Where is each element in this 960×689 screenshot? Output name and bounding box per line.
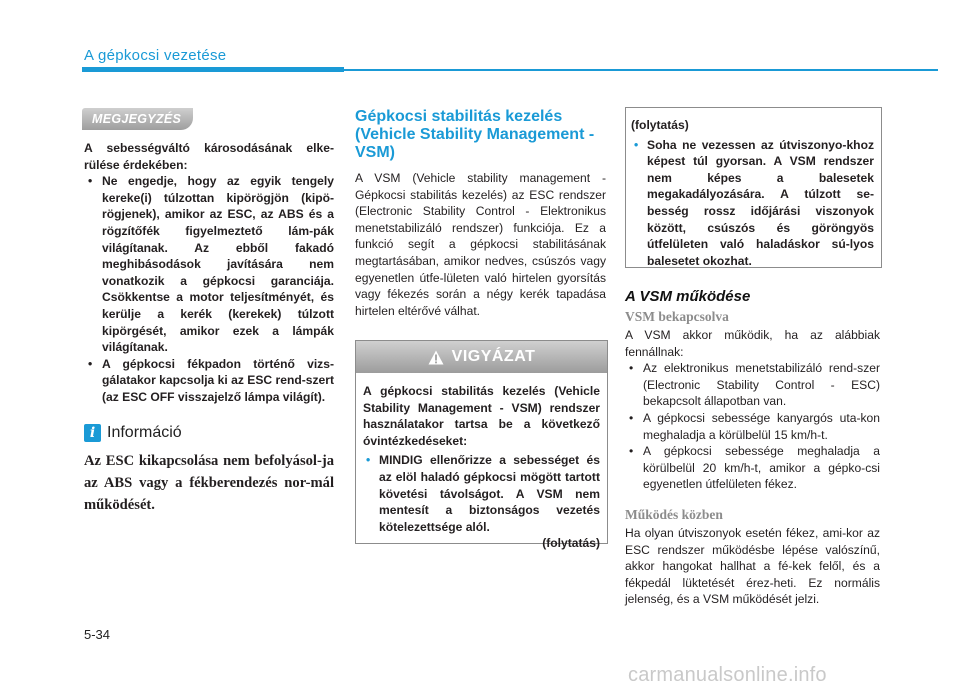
continued-body: (folytatás) Soha ne vezessen az útviszon… [626, 108, 881, 269]
info-title: Információ [107, 423, 182, 441]
operation-title: A VSM működése [625, 288, 751, 305]
middle-column: Gépkocsi stabilitás kezelés (Vehicle Sta… [355, 108, 606, 319]
warning-intro: A gépkocsi stabilitás kezelés (Vehicle S… [363, 384, 600, 448]
operation-section: A VSM működése VSM bekapcsolva A VSM akk… [625, 288, 880, 608]
info-body: Az ESC kikapcsolása nem befolyásol-ja az… [84, 452, 334, 513]
note-intro: A sebességváltó károsodásának elke-rülés… [84, 141, 334, 172]
note-badge: MEGJEGYZÉS [82, 108, 194, 130]
header-title: A gépkocsi vezetése [84, 47, 227, 64]
warning-list: MINDIG ellenőrizze a sebességet és az el… [363, 452, 600, 535]
warning-title: VIGYÁZAT [451, 348, 536, 365]
vsm-on-intro: A VSM akkor működik, ha az alábbiak fenn… [625, 328, 880, 359]
info-heading: i Információ [84, 423, 334, 442]
continued-label: (folytatás) [631, 118, 689, 132]
warning-continued: (folytatás) [542, 536, 600, 551]
warning-header: VIGYÁZAT [356, 341, 607, 373]
vsm-on-item: A gépkocsi sebessége meghaladja a körülb… [625, 443, 880, 493]
continued-item: Soha ne vezessen az útviszonyo-khoz képe… [631, 137, 874, 270]
page-number: 5-34 [84, 627, 111, 642]
note-item: A gépkocsi fékpadon történő vizs-gálatak… [84, 356, 334, 406]
warning-body: A gépkocsi stabilitás kezelés (Vehicle S… [356, 373, 607, 552]
note-section: A sebességváltó károsodásának elke-rülés… [84, 140, 334, 406]
vsm-on-item: A gépkocsi sebessége kanyargós uta-kon m… [625, 410, 880, 443]
warning-item: MINDIG ellenőrizze a sebességet és az el… [363, 452, 600, 535]
vsm-on-list: Az elektronikus menetstabilizáló rend-sz… [625, 360, 880, 493]
warning-triangle-icon [428, 350, 444, 364]
vsm-body: A VSM (Vehicle stability management - Gé… [355, 171, 606, 318]
vsm-on-title: VSM bekapcsolva [625, 309, 729, 324]
continued-list: Soha ne vezessen az útviszonyo-khoz képe… [631, 137, 874, 270]
continued-box: (folytatás) Soha ne vezessen az útviszon… [625, 107, 882, 268]
left-column: MEGJEGYZÉS A sebességváltó károsodásának… [82, 108, 334, 516]
watermark: carmanualsonline.info [628, 664, 827, 686]
during-operation-title: Működés közben [625, 506, 723, 522]
info-icon: i [84, 423, 101, 442]
header-rule [344, 69, 938, 71]
note-item: Ne engedje, hogy az egyik tengely kereke… [84, 173, 334, 356]
vsm-title: Gépkocsi stabilitás kezelés (Vehicle Sta… [355, 108, 595, 161]
warning-box: VIGYÁZAT A gépkocsi stabilitás kezelés (… [355, 340, 608, 550]
note-list: Ne engedje, hogy az egyik tengely kereke… [84, 173, 334, 405]
during-operation-body: Ha olyan útviszonyok esetén fékez, ami-k… [625, 525, 880, 607]
header-accent-bar [82, 67, 344, 72]
vsm-on-item: Az elektronikus menetstabilizáló rend-sz… [625, 360, 880, 410]
